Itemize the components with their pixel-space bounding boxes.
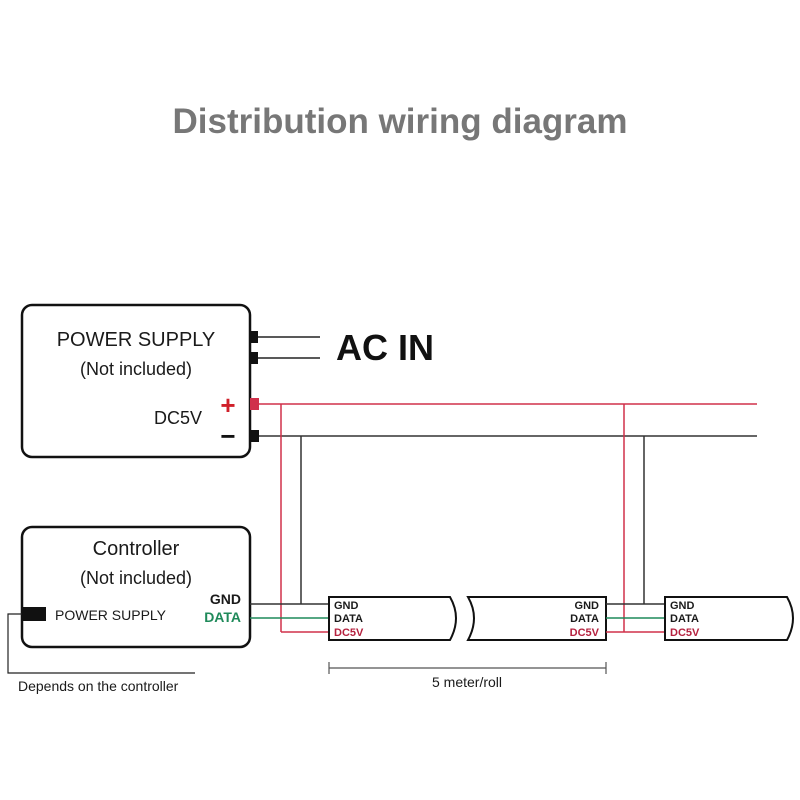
length-label: 5 meter/roll bbox=[432, 674, 502, 690]
strip2-data-label: DATA bbox=[570, 613, 599, 625]
power-supply-box bbox=[20, 303, 252, 459]
power-supply-title: POWER SUPPLY bbox=[57, 329, 216, 351]
power-supply-voltage: DC5V bbox=[154, 408, 202, 428]
controller-subtitle: (Not included) bbox=[80, 568, 192, 588]
controller-note: Depends on the controller bbox=[18, 678, 179, 694]
strip3-data-label: DATA bbox=[670, 613, 699, 625]
minus-symbol: − bbox=[220, 421, 235, 451]
led-strip-3 bbox=[664, 596, 794, 641]
led-strip-2 bbox=[466, 596, 607, 641]
strip3-gnd-label: GND bbox=[670, 600, 695, 612]
negative-terminal bbox=[250, 430, 259, 442]
ac-terminal-1 bbox=[250, 331, 258, 343]
controller-power-line bbox=[7, 613, 195, 674]
strip1-data-label: DATA bbox=[334, 613, 363, 625]
controller-gnd-label: GND bbox=[210, 591, 241, 607]
strip1-dc5v-label: DC5V bbox=[334, 627, 364, 639]
strip3-dc5v-label: DC5V bbox=[670, 627, 700, 639]
ac-in-label: AC IN bbox=[336, 327, 434, 368]
strip2-gnd-label: GND bbox=[575, 600, 600, 612]
power-supply-subtitle: (Not included) bbox=[80, 359, 192, 379]
diagram-title: Distribution wiring diagram bbox=[172, 102, 627, 141]
positive-terminal bbox=[250, 398, 259, 410]
controller-power-port bbox=[22, 607, 46, 621]
controller-power-label: POWER SUPPLY bbox=[55, 607, 167, 623]
controller-title: Controller bbox=[93, 538, 180, 560]
strip1-gnd-label: GND bbox=[334, 600, 359, 612]
controller-data-label: DATA bbox=[204, 609, 241, 625]
ac-terminal-2 bbox=[250, 352, 258, 364]
led-strip-1 bbox=[328, 596, 457, 641]
strip2-dc5v-label: DC5V bbox=[570, 627, 600, 639]
plus-symbol: + bbox=[220, 390, 235, 420]
controller-box bbox=[20, 525, 252, 649]
